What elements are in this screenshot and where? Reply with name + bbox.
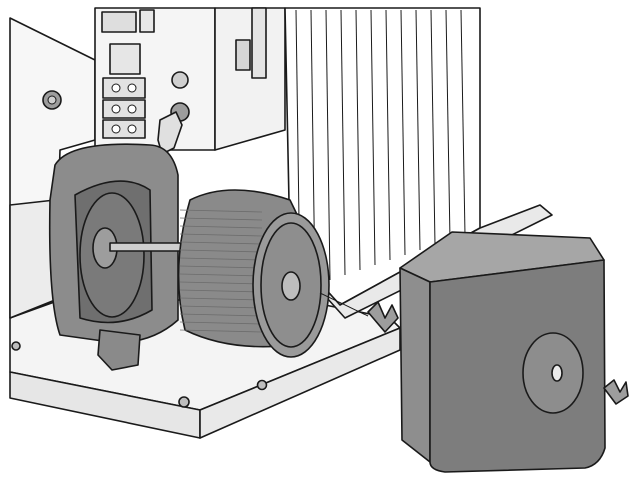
filter-housing [48, 143, 189, 371]
filter-pleat-line [179, 313, 263, 317]
base-plate-right-edge [199, 327, 401, 439]
filter-pleat-line [179, 241, 263, 245]
heat-exchanger-fin [415, 9, 421, 251]
filter-cover-side [399, 267, 431, 463]
heat-exchanger-fin [370, 9, 376, 266]
heat-exchanger-fin [385, 9, 391, 261]
terminal-screw-icon [111, 104, 121, 114]
valve-fitting-icon [171, 71, 189, 89]
heat-exchanger-fin [460, 9, 466, 236]
bracket-plate [214, 7, 286, 151]
filter-cartridge-center [281, 271, 301, 301]
terminal-screw-icon [127, 104, 137, 114]
filter-pleat-line [179, 273, 263, 277]
filter-mounting-rod [109, 242, 189, 252]
filter-pleat-line [179, 257, 263, 261]
terminal-block-icon [102, 77, 146, 99]
filter-pleat-line [179, 321, 263, 325]
relay-icon [139, 9, 155, 33]
hose-elbow-icon [157, 111, 183, 155]
filter-pleat-line [179, 265, 263, 269]
heat-exchanger-fin [325, 9, 331, 281]
heat-exchanger-fin [355, 9, 361, 271]
heat-exchanger-fin [430, 9, 436, 246]
pipe-clamp-icon [235, 39, 251, 71]
assembly-axis-line [319, 292, 369, 317]
terminal-block-icon [109, 43, 141, 75]
filter-pleats [179, 209, 263, 333]
pipe-bracket [214, 7, 286, 151]
filter-pleat-line [179, 209, 263, 213]
base-screw-icon [256, 379, 268, 391]
pipe-icon [251, 7, 267, 79]
panel-bolt-icon-center [47, 95, 57, 105]
heat-exchanger-fin [400, 9, 406, 256]
filter-cover-front [429, 259, 606, 473]
filter-pleat-line [179, 225, 263, 229]
terminal-screw-icon [127, 124, 137, 134]
terminal-block-icon [102, 99, 146, 119]
left-panel-lower [9, 199, 56, 319]
filter-cover-hole [551, 364, 563, 382]
heat-exchanger-fin [340, 9, 346, 276]
filter-pleat-line [179, 217, 263, 221]
terminal-block-icon [102, 119, 146, 139]
filter-pleat-line [179, 289, 263, 293]
filter-pleat-line [179, 281, 263, 285]
terminal-screw-icon [111, 83, 121, 93]
air-filter-cartridge [177, 189, 330, 358]
filter-cover [399, 231, 606, 473]
filter-pleat-line [179, 249, 263, 253]
filter-pleat-line [179, 233, 263, 237]
housing-foot-clip [97, 329, 141, 371]
filter-pleat-line [179, 297, 263, 301]
wing-nut-icon [367, 301, 399, 333]
base-screw-icon [178, 396, 190, 408]
wing-nut-right [603, 379, 629, 405]
wing-nut-left [367, 301, 399, 333]
terminal-screw-icon [111, 124, 121, 134]
filter-pleat-line [179, 329, 263, 333]
wing-nut-icon [603, 379, 629, 405]
electrical-panel [94, 7, 216, 155]
terminal-screw-icon [127, 83, 137, 93]
heat-exchanger-fin [445, 9, 451, 241]
filter-pleat-line [179, 305, 263, 309]
left-panel [9, 17, 96, 319]
terminal-connector-icon [101, 11, 137, 33]
base-screw-icon [11, 341, 21, 351]
